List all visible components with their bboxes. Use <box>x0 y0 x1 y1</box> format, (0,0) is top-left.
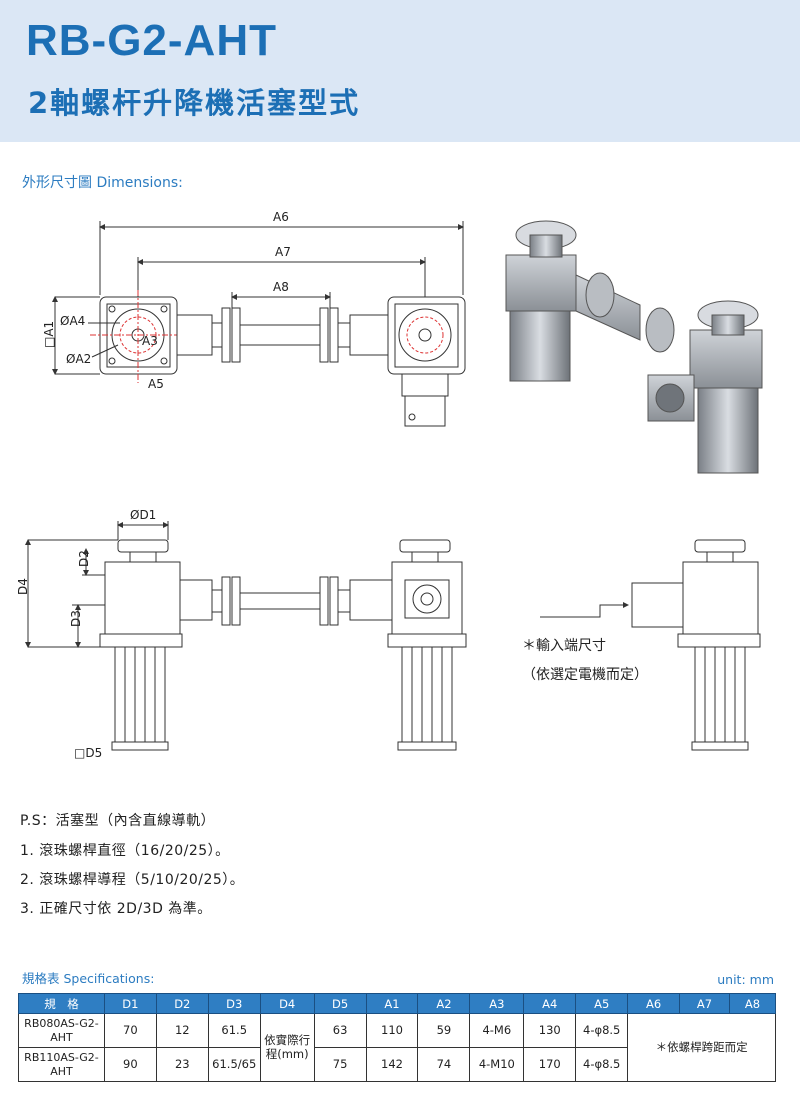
cell-d4-merged: 依實際行程(mm) <box>259 1013 315 1082</box>
label-a7: A7 <box>275 245 291 259</box>
header-banner: RB-G2-AHT 2軸螺杆升降機活塞型式 <box>0 0 800 142</box>
spec-header-row: 規 格 D1 D2 D3 D4 D5 A1 A2 A3 A4 A5 A6 A7 … <box>18 993 777 1014</box>
label-d4: D4 <box>16 578 30 595</box>
header-a5: A5 <box>575 993 629 1014</box>
input-note-line1: ＊輸入端尺寸 <box>522 638 606 654</box>
input-note-line2: （依選定電機而定） <box>522 667 648 683</box>
page-title: RB-G2-AHT <box>26 16 277 65</box>
label-a1: □A1 <box>42 321 56 348</box>
header-d1: D1 <box>103 993 157 1014</box>
dimension-drawing: A6 A7 A8 □A1 ØA4 ØA2 A3 A5 <box>16 210 763 760</box>
header-d3: D3 <box>207 993 261 1014</box>
label-d2: D2 <box>77 550 91 567</box>
header-a2: A2 <box>417 993 471 1014</box>
cell-d3: 61.5 <box>207 1013 261 1048</box>
front-view-right-unit <box>387 539 467 751</box>
spec-section-label: 規格表 Specifications: <box>22 971 155 986</box>
cell-model: RB110AS-G2-AHT <box>18 1047 105 1082</box>
header-d2: D2 <box>155 993 209 1014</box>
cell-a5: 4-φ8.5 <box>575 1013 629 1048</box>
label-a8: A8 <box>273 280 289 294</box>
label-d3: D3 <box>69 610 83 627</box>
header-a7: A7 <box>679 993 730 1014</box>
header-a6: A6 <box>627 993 681 1014</box>
dimensions-section-label: 外形尺寸圖 Dimensions: <box>22 175 183 191</box>
cell-a1: 142 <box>365 1047 419 1082</box>
cell-a1: 110 <box>365 1013 419 1048</box>
cell-a2: 59 <box>417 1013 471 1048</box>
cell-a3: 4-M10 <box>469 1047 525 1082</box>
note-3: 3. 正確尺寸依 2D/3D 為準。 <box>20 901 212 917</box>
label-a2: ØA2 <box>66 352 91 366</box>
header-a4: A4 <box>523 993 577 1014</box>
cell-d5: 63 <box>313 1013 367 1048</box>
header-a3: A3 <box>469 993 525 1014</box>
table-row: RB080AS-G2-AHT 70 12 61.5 依實際行程(mm) 63 1… <box>18 1013 776 1082</box>
label-a6: A6 <box>273 210 289 224</box>
label-a5: A5 <box>148 377 164 391</box>
cell-a678-merged: ＊依螺桿跨距而定 <box>627 1013 776 1082</box>
cell-d2: 12 <box>155 1013 209 1048</box>
cell-d3: 61.5/65 <box>207 1047 261 1082</box>
front-view-left-unit <box>99 539 183 751</box>
note-1: 1. 滾珠螺桿直徑（16/20/25）。 <box>20 843 230 859</box>
cell-a3: 4-M6 <box>469 1013 525 1048</box>
table-row: RB110AS-G2-AHT 90 23 61.5/65 75 142 74 4… <box>18 1047 776 1082</box>
top-view-left-gearbox <box>90 290 190 383</box>
label-d1: ØD1 <box>130 508 156 522</box>
header-a1: A1 <box>365 993 419 1014</box>
cell-d2: 23 <box>155 1047 209 1082</box>
cell-a4: 130 <box>523 1013 577 1048</box>
label-d5: □D5 <box>74 746 102 760</box>
cell-a2: 74 <box>417 1047 471 1082</box>
front-view-shaft <box>179 576 393 626</box>
cell-model: RB080AS-G2-AHT <box>18 1013 105 1048</box>
header-a8: A8 <box>728 993 777 1014</box>
header-d5: D5 <box>313 993 367 1014</box>
spec-unit: unit: mm <box>717 972 774 987</box>
header-model: 規 格 <box>18 993 105 1014</box>
label-a3: A3 <box>142 334 158 348</box>
cell-a4: 170 <box>523 1047 577 1082</box>
cell-d1: 70 <box>103 1013 157 1048</box>
cell-d1: 90 <box>103 1047 157 1082</box>
note-ps: P.S：活塞型（內含直線導軌） <box>20 813 216 829</box>
spec-table: 規 格 D1 D2 D3 D4 D5 A1 A2 A3 A4 A5 A6 A7 … <box>18 993 777 1082</box>
isometric-rendering <box>505 220 763 474</box>
cell-d5: 75 <box>313 1047 367 1082</box>
side-view-unit <box>631 539 761 751</box>
top-view-right-gearbox <box>387 296 466 427</box>
note-2: 2. 滾珠螺桿導程（5/10/20/25）。 <box>20 872 245 888</box>
page-subtitle: 2軸螺杆升降機活塞型式 <box>28 86 361 120</box>
top-view-shaft <box>176 307 389 363</box>
label-a4: ØA4 <box>60 314 85 328</box>
cell-a5: 4-φ8.5 <box>575 1047 629 1082</box>
header-d4: D4 <box>259 993 315 1014</box>
